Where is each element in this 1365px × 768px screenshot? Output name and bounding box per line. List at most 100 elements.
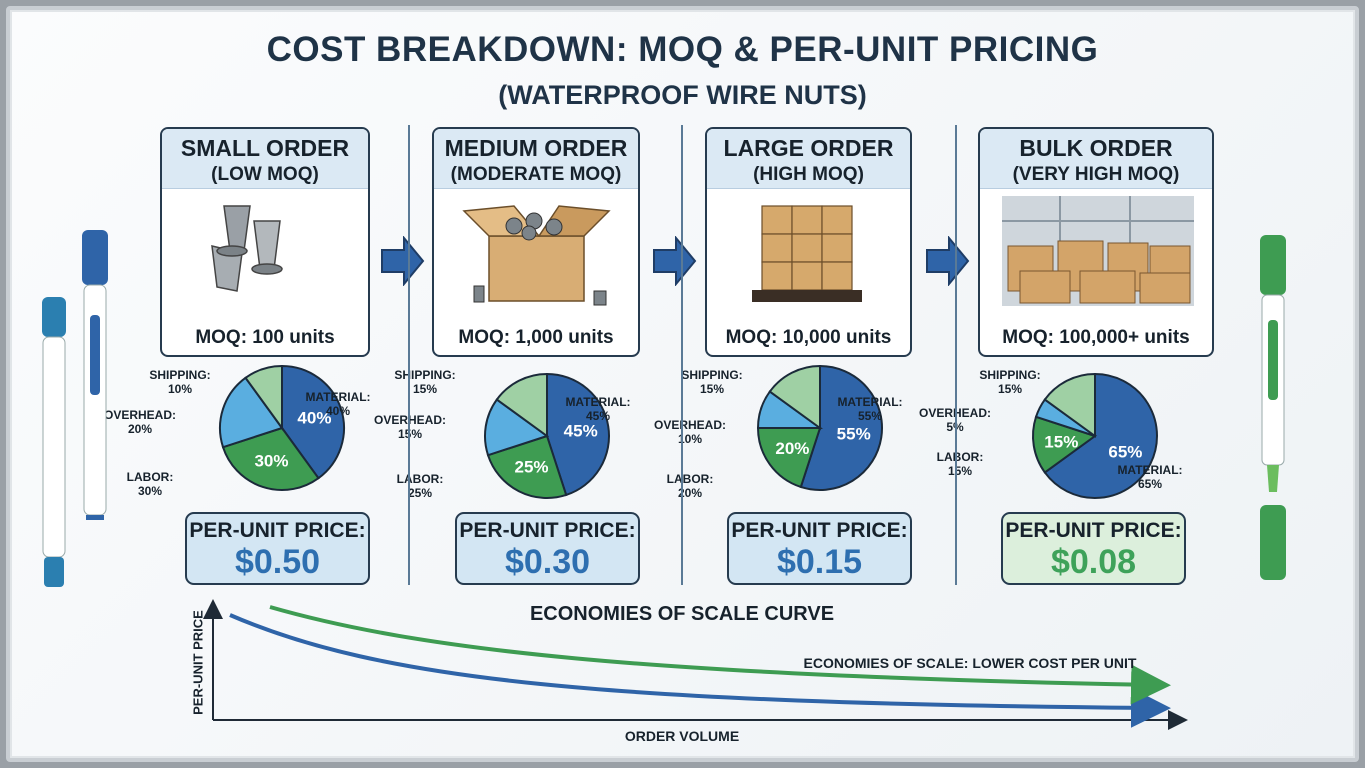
divider bbox=[955, 125, 957, 585]
slice-name: SHIPPING: bbox=[149, 368, 211, 382]
teal-marker-icon bbox=[42, 297, 66, 587]
slice-name: LABOR: bbox=[666, 472, 714, 486]
pie-label-material: MATERIAL:55% bbox=[825, 395, 915, 423]
pie-label-overhead: OVERHEAD:15% bbox=[365, 413, 455, 441]
curve-green bbox=[269, 605, 1171, 705]
box-illustration bbox=[462, 205, 611, 306]
card-subtitle: (MODERATE MOQ) bbox=[450, 164, 622, 185]
pie-label-labor: LABOR:20% bbox=[645, 472, 735, 500]
curve-annotation: ECONOMIES OF SCALE: LOWER COST PER UNIT bbox=[803, 655, 1137, 671]
pie-label-labor: LABOR:30% bbox=[105, 470, 195, 498]
pie-label-labor: LABOR:15% bbox=[915, 450, 1005, 478]
x-axis-label: ORDER VOLUME bbox=[624, 728, 740, 744]
green-marker-icon bbox=[1260, 235, 1286, 580]
card-title: MEDIUM ORDER bbox=[444, 135, 628, 161]
slice-percent: 20% bbox=[677, 486, 703, 500]
pie-label-material: MATERIAL:65% bbox=[1105, 463, 1195, 491]
slice-name: OVERHEAD: bbox=[103, 408, 176, 422]
price-label: PER-UNIT PRICE: bbox=[189, 519, 366, 542]
slice-name: LABOR: bbox=[126, 470, 174, 484]
markers-left bbox=[42, 230, 108, 587]
card-title: SMALL ORDER bbox=[180, 135, 350, 161]
price-value: $0.30 bbox=[504, 543, 591, 581]
divider bbox=[681, 125, 683, 585]
slice-percent: 15% bbox=[997, 382, 1023, 396]
order-card-large-order: LARGE ORDER (HIGH MOQ) MOQ: 10,000 units bbox=[705, 127, 912, 357]
moq-label: MOQ: 100,000+ units bbox=[1002, 327, 1190, 348]
moq-label: MOQ: 10,000 units bbox=[725, 327, 892, 348]
arrow-right-icon bbox=[381, 236, 425, 286]
page-title: COST BREAKDOWN: MOQ & PER-UNIT PRICING bbox=[266, 30, 1099, 69]
price-label: PER-UNIT PRICE: bbox=[459, 519, 636, 542]
pie-label-shipping: SHIPPING:10% bbox=[135, 368, 225, 396]
slice-name: SHIPPING: bbox=[681, 368, 743, 382]
economies-of-scale-curve bbox=[203, 599, 1188, 730]
curve-blue bbox=[229, 613, 1171, 728]
price-value: $0.15 bbox=[776, 543, 863, 581]
order-card-medium-order: MEDIUM ORDER(MODERATE MOQ) MOQ: 1,000 un… bbox=[432, 127, 640, 357]
slice-percent: 40% bbox=[325, 404, 351, 418]
slice-name: OVERHEAD: bbox=[365, 413, 455, 427]
pie-label-overhead: OVERHEAD:20% bbox=[95, 408, 185, 436]
price-value: $0.08 bbox=[1050, 543, 1137, 581]
slice-percent: 25% bbox=[407, 486, 433, 500]
pallet-illustration bbox=[752, 205, 862, 302]
slice-percent: 45% bbox=[585, 409, 611, 423]
slice-percent: 10% bbox=[167, 382, 193, 396]
per-unit-price-box: PER-UNIT PRICE:$0.15 bbox=[727, 512, 912, 585]
curve-title: ECONOMIES OF SCALE CURVE bbox=[529, 603, 835, 625]
card-header: SMALL ORDER (LOW MOQ) bbox=[162, 129, 368, 189]
card-header: BULK ORDER (VERY HIGH MOQ) bbox=[980, 129, 1212, 189]
card-subtitle: (HIGH MOQ) bbox=[753, 164, 864, 185]
card-subtitle: (LOW MOQ) bbox=[211, 164, 319, 185]
card-title: BULK ORDER bbox=[1019, 135, 1173, 161]
price-label: PER-UNIT PRICE: bbox=[731, 519, 908, 542]
slice-name: MATERIAL: bbox=[1117, 463, 1183, 477]
slice-name: SHIPPING: bbox=[394, 368, 456, 382]
card-subtitle: (VERY HIGH MOQ) bbox=[1012, 164, 1180, 185]
price-value: $0.50 bbox=[234, 543, 321, 581]
pie-label-material: MATERIAL:40% bbox=[293, 390, 383, 418]
page-subtitle: (WATERPROOF WIRE NUTS) bbox=[498, 80, 867, 110]
price-label: PER-UNIT PRICE: bbox=[1005, 519, 1182, 542]
slice-name: MATERIAL: bbox=[565, 395, 631, 409]
slice-percent: 15% bbox=[947, 464, 973, 478]
pie-label-material: MATERIAL:45% bbox=[553, 395, 643, 423]
slice-percent: 20% bbox=[127, 422, 153, 436]
per-unit-price-box: PER-UNIT PRICE:$0.08 bbox=[1001, 512, 1186, 585]
slice-name: MATERIAL: bbox=[837, 395, 903, 409]
slice-percent: 15% bbox=[412, 382, 438, 396]
slice-name: MATERIAL: bbox=[305, 390, 371, 404]
pie-label-labor: LABOR:25% bbox=[375, 472, 465, 500]
slice-percent: 30% bbox=[137, 484, 163, 498]
slice-percent: 15% bbox=[397, 427, 423, 441]
moq-label: MOQ: 100 units bbox=[195, 327, 335, 348]
pie-label-shipping: SHIPPING:15% bbox=[380, 368, 470, 396]
card-header: MEDIUM ORDER (MODERATE MOQ) bbox=[434, 129, 638, 189]
per-unit-price-box: PER-UNIT PRICE:$0.50 bbox=[185, 512, 370, 585]
pie-label-shipping: SHIPPING:15% bbox=[667, 368, 757, 396]
arrow-right-icon bbox=[653, 236, 697, 286]
card-title: LARGE ORDER bbox=[723, 135, 894, 161]
slice-name: OVERHEAD: bbox=[910, 406, 1000, 420]
divider bbox=[408, 125, 410, 585]
wire-nuts-illustration bbox=[211, 205, 283, 292]
per-unit-price-box: PER-UNIT PRICE:$0.30 bbox=[455, 512, 640, 585]
slice-percent: 65% bbox=[1137, 477, 1163, 491]
warehouse-illustration bbox=[1002, 196, 1194, 306]
slice-percent: 10% bbox=[677, 432, 703, 446]
arrow-right-icon bbox=[926, 236, 970, 286]
slice-name: SHIPPING: bbox=[979, 368, 1041, 382]
slice-name: LABOR: bbox=[936, 450, 984, 464]
pie-label-overhead: OVERHEAD:5% bbox=[910, 406, 1000, 434]
pie-label-overhead: OVERHEAD:10% bbox=[645, 418, 735, 446]
slice-name: OVERHEAD: bbox=[653, 418, 726, 432]
blue-marker-icon bbox=[82, 230, 108, 520]
card-header: LARGE ORDER (HIGH MOQ) bbox=[707, 129, 910, 189]
slice-name: LABOR: bbox=[396, 472, 444, 486]
y-axis-label: PER-UNIT PRICE bbox=[190, 610, 206, 715]
slice-percent: 55% bbox=[857, 409, 883, 423]
order-card-small-order: SMALL ORDER (LOW MOQ) MOQ: 100 units bbox=[160, 127, 370, 357]
order-card-bulk-order: BULK ORDER (VERY HIGH MOQ) MOQ: 100,000+ … bbox=[978, 127, 1214, 357]
pie-label-shipping: SHIPPING:15% bbox=[965, 368, 1055, 396]
